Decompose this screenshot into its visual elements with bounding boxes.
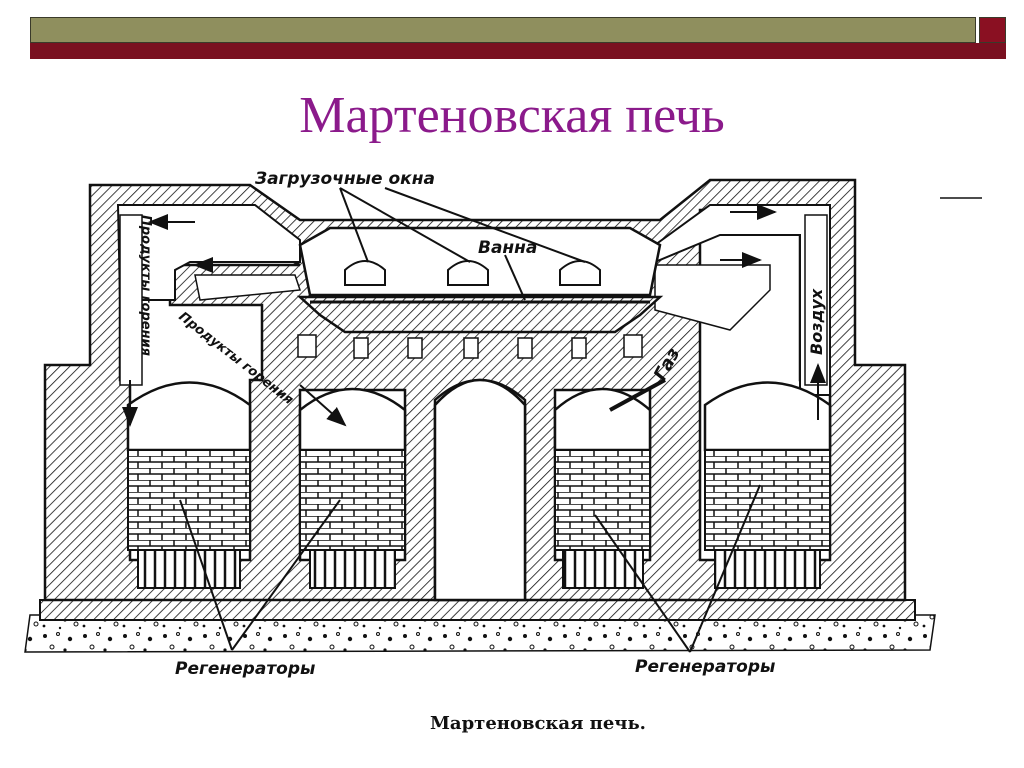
regenerator-3 — [553, 387, 652, 589]
furnace-diagram: Загрузочные окна Ванна Продукты горения … — [24, 169, 982, 734]
loading-windows — [344, 260, 601, 286]
header-corner-square — [979, 17, 1006, 43]
label-combustion-products-left: Продукты горения — [138, 215, 153, 356]
leader-lines-regenerators — [179, 484, 761, 653]
regenerator-4 — [703, 381, 832, 589]
diagram-caption: Мартеновская печь. — [430, 713, 646, 734]
label-regenerators-right: Регенераторы — [635, 657, 775, 677]
slide-title: Мартеновская печь — [299, 87, 725, 144]
header-accent-bar — [30, 43, 1006, 59]
leader-line-bath — [504, 254, 526, 301]
label-loading-windows: Загрузочные окна — [254, 169, 435, 189]
bath-hearth — [296, 295, 664, 334]
label-air: Воздух — [807, 288, 826, 355]
loading-window-2 — [447, 260, 489, 286]
foundation-slab — [39, 599, 916, 621]
loading-window-1 — [344, 260, 386, 286]
duct-right — [804, 214, 828, 386]
bath-supports — [297, 334, 643, 359]
label-bath: Ванна — [478, 238, 537, 258]
flue-channel-left-lower — [194, 274, 302, 301]
central-arch — [433, 378, 527, 602]
label-regenerators-left: Регенераторы — [175, 659, 315, 679]
loading-window-3 — [559, 260, 601, 286]
header-bar — [30, 17, 976, 43]
regenerator-2 — [298, 387, 407, 589]
regenerator-1 — [126, 381, 252, 589]
flow-arrows — [122, 204, 826, 427]
leader-lines-loading-windows — [339, 187, 586, 263]
